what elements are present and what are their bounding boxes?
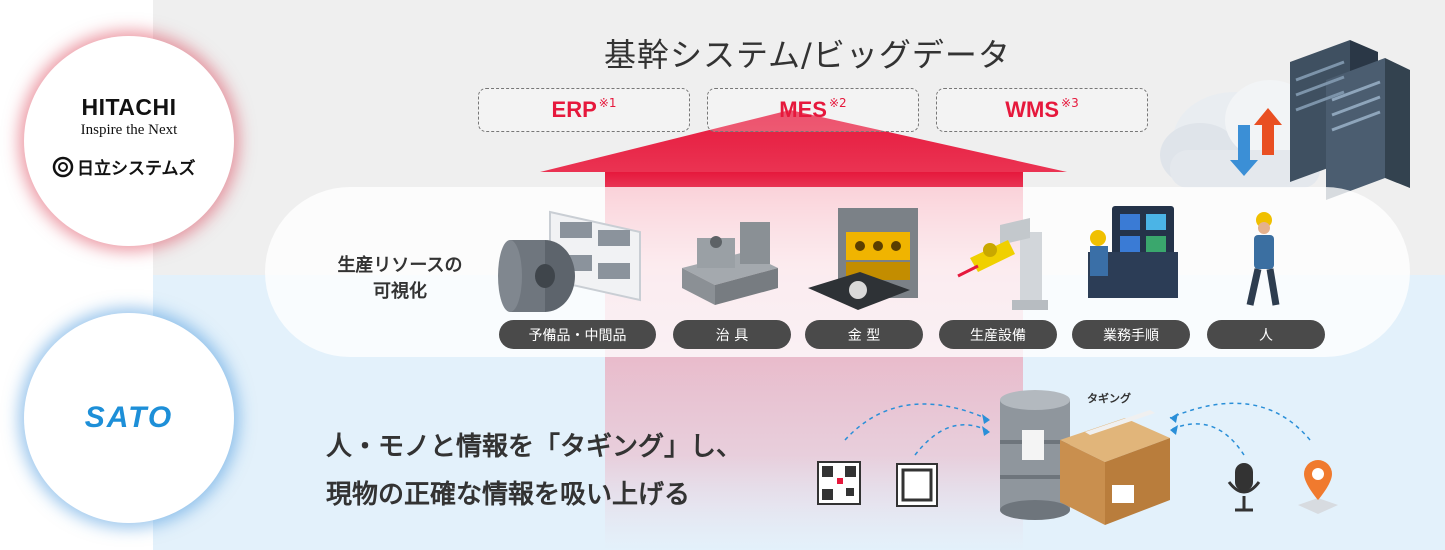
arrow-tip bbox=[1170, 425, 1178, 435]
resource-pill-person: 人 bbox=[1207, 320, 1325, 349]
arrow-head bbox=[540, 110, 1067, 172]
core-systems-title: 基幹システム/ビッグデータ bbox=[604, 36, 1011, 74]
arrow-path bbox=[844, 403, 991, 441]
system-box-wms: WMS ※3 bbox=[936, 88, 1148, 132]
hitachi-logo-circle: HITACHI Inspire the Next 日立システムズ bbox=[24, 36, 234, 246]
hitachi-tagline: Inspire the Next bbox=[80, 122, 178, 138]
arrow-tip bbox=[982, 426, 990, 436]
system-name: MES bbox=[779, 97, 827, 122]
resource-pill-spare-parts: 予備品・中間品 bbox=[499, 320, 656, 349]
resource-pill-procedure: 業務手順 bbox=[1072, 320, 1190, 349]
system-note: ※3 bbox=[1061, 96, 1079, 110]
arrow-path bbox=[914, 424, 991, 456]
sato-wordmark: SATO bbox=[84, 401, 174, 434]
hitachi-systems-mark: 日立システムズ bbox=[52, 154, 196, 179]
sync-arrows-icon bbox=[1230, 108, 1282, 176]
hitachi-emblem-icon bbox=[52, 156, 74, 177]
spare-parts-icon bbox=[498, 210, 641, 312]
arrow-tip bbox=[982, 414, 990, 424]
worker-icon bbox=[1246, 212, 1280, 306]
qr-code-icon bbox=[817, 461, 861, 505]
arrow-path bbox=[1169, 402, 1311, 441]
arrow-path bbox=[1169, 423, 1245, 456]
microphone-icon bbox=[1227, 463, 1261, 512]
system-name: ERP bbox=[551, 97, 597, 122]
cardboard-box-icon bbox=[1060, 410, 1170, 525]
system-box-erp: ERP ※1 bbox=[478, 88, 690, 132]
system-name: WMS bbox=[1005, 97, 1060, 122]
system-note: ※2 bbox=[828, 96, 847, 110]
production-equipment-icon bbox=[957, 218, 1048, 310]
server-rack-icon bbox=[1290, 40, 1410, 200]
resource-label-line2: 可視化 bbox=[373, 281, 427, 302]
location-pin-icon bbox=[1298, 460, 1338, 514]
hitachi-systems-name: 日立システムズ bbox=[77, 159, 196, 179]
jig-icon bbox=[682, 222, 778, 305]
system-box-mes: MES ※2 bbox=[707, 88, 919, 132]
mold-icon bbox=[808, 208, 918, 310]
resource-pill-jig: 治 具 bbox=[673, 320, 791, 349]
sato-logo-circle: SATO bbox=[24, 313, 234, 523]
tagging-line1: 人・モノと情報を「タギング」し、 bbox=[326, 432, 743, 462]
resource-pill-equipment: 生産設備 bbox=[939, 320, 1057, 349]
resource-pill-mold: 金 型 bbox=[805, 320, 923, 349]
dashed-arrows bbox=[844, 402, 1311, 456]
arrow-tip bbox=[1170, 413, 1178, 423]
work-procedure-icon bbox=[1088, 206, 1178, 298]
drum-icon bbox=[1000, 390, 1070, 520]
tagging-line2: 現物の正確な情報を吸い上げる bbox=[326, 480, 691, 510]
tagging-label: タギング bbox=[1087, 392, 1131, 405]
hitachi-wordmark: HITACHI bbox=[81, 94, 177, 120]
tagging-description: 人・モノと情報を「タギング」し、 現物の正確な情報を吸い上げる bbox=[326, 423, 742, 519]
rfid-tag-icon bbox=[896, 463, 938, 507]
resource-visualization-label: 生産リソースの 可視化 bbox=[310, 253, 490, 305]
resource-label-line1: 生産リソースの bbox=[337, 255, 463, 276]
system-note: ※1 bbox=[598, 96, 617, 110]
